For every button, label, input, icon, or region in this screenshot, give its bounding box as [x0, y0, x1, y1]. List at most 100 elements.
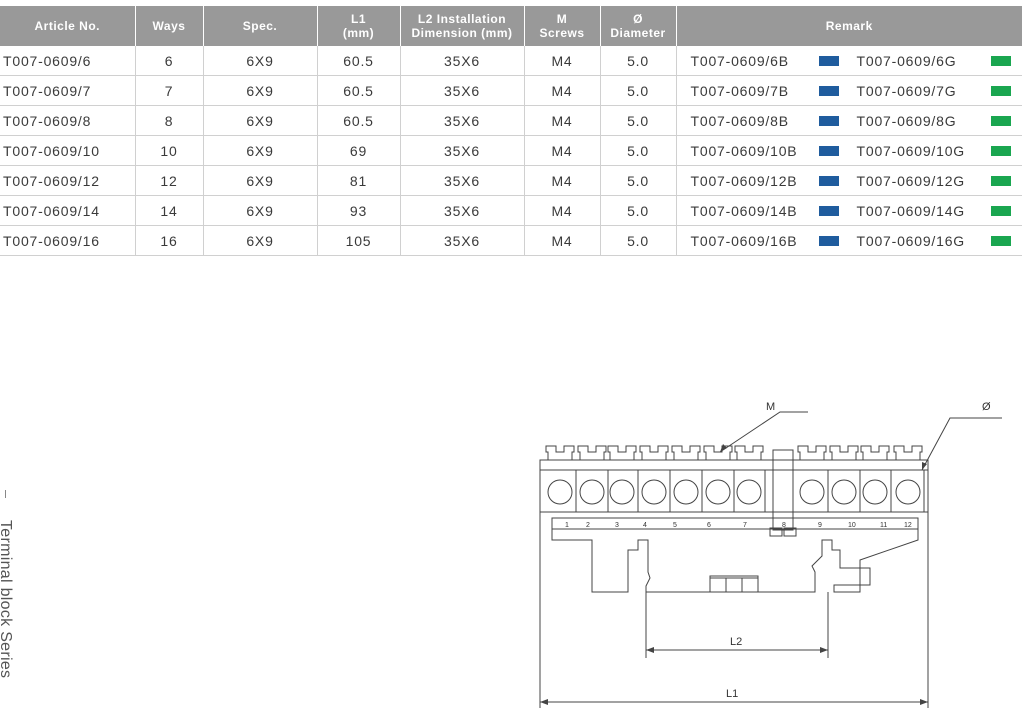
cell-l1: 60.5: [316, 46, 400, 76]
screw-cap: [797, 445, 827, 460]
green-swatch: [990, 86, 1011, 97]
cell-l2: 35X6: [399, 46, 524, 76]
cell-dia: 5.0: [599, 46, 676, 76]
table-header: Article No. Ways Spec. L1(mm)L2 Installatio…: [0, 6, 1022, 46]
spec-table: Article No. Ways Spec. L1(mm)L2 Installatio…: [0, 6, 1022, 256]
terminal-hole: [736, 479, 762, 505]
column-header-line1: Spec.: [242, 19, 278, 33]
cell-m: M4: [523, 165, 600, 196]
column-header: Ways: [134, 6, 203, 46]
cell-l2: 35X6: [399, 195, 524, 226]
terminal-number: 11: [880, 522, 887, 529]
remark-green-code: T007-0609/6G: [856, 53, 957, 70]
cell-dia: 5.0: [599, 105, 676, 136]
terminal-number: 3: [615, 522, 619, 529]
screw-cap: [545, 445, 575, 460]
remark-blue-code: T007-0609/14B: [690, 203, 798, 220]
cell-l2: 35X6: [399, 75, 524, 106]
cell-m: M4: [523, 135, 600, 166]
cell-article: T007-0609/16: [0, 225, 135, 256]
cell-l1: 60.5: [316, 105, 400, 136]
terminal-number: 2: [586, 522, 590, 529]
terminal-number: 9: [818, 522, 822, 529]
screw-cap: [829, 445, 859, 460]
remark-green-code: T007-0609/7G: [856, 83, 957, 100]
cell-article: T007-0609/8: [0, 105, 135, 136]
column-header-line2: Dimension (mm): [411, 26, 513, 40]
cell-spec: 6X9: [202, 225, 317, 256]
series-label: Terminal block Series: [0, 520, 14, 679]
blue-swatch: [818, 86, 839, 97]
cell-dia: 5.0: [599, 135, 676, 166]
column-header-line1: L1: [350, 12, 366, 26]
side-tick: [5, 490, 6, 498]
terminal-hole: [579, 479, 605, 505]
remark-green-code: T007-0609/14G: [856, 203, 965, 220]
blue-swatch: [818, 56, 839, 67]
cell-article: T007-0609/10: [0, 135, 135, 166]
terminal-hole: [831, 479, 857, 505]
green-swatch: [990, 236, 1011, 247]
cell-m: M4: [523, 225, 600, 256]
cell-l1: 81: [316, 165, 400, 196]
blue-swatch: [818, 206, 839, 217]
green-swatch: [990, 206, 1011, 217]
remark-green-code: T007-0609/12G: [856, 173, 965, 190]
green-swatch: [990, 116, 1011, 127]
cell-remark: T007-0609/12B T007-0609/12G: [675, 165, 1022, 196]
remark-blue-code: T007-0609/12B: [690, 173, 798, 190]
cell-l2: 35X6: [399, 165, 524, 196]
terminal-number: 12: [904, 522, 912, 529]
cell-l1: 69: [316, 135, 400, 166]
cell-article: T007-0609/6: [0, 46, 135, 76]
terminal-hole: [547, 479, 573, 505]
cell-m: M4: [523, 75, 600, 106]
remark-green-code: T007-0609/8G: [856, 113, 957, 130]
green-swatch: [990, 176, 1011, 187]
blue-swatch: [818, 176, 839, 187]
column-header: Article No.: [0, 6, 135, 46]
screw-cap: [607, 445, 637, 460]
l1-label: L1: [726, 688, 738, 700]
cell-article: T007-0609/14: [0, 195, 135, 226]
cell-spec: 6X9: [202, 75, 317, 106]
terminal-number: 4: [643, 522, 647, 529]
cell-l1: 105: [316, 225, 400, 256]
cell-dia: 5.0: [599, 165, 676, 196]
screw-cap: [734, 445, 764, 460]
column-header: L1(mm): [316, 6, 400, 46]
screw-caps: [545, 445, 923, 460]
screw-cap: [577, 445, 607, 460]
column-header-line1: Ways: [152, 19, 186, 33]
terminal-hole: [705, 479, 731, 505]
cell-l1: 93: [316, 195, 400, 226]
m-leader: [719, 411, 808, 453]
terminal-hole: [799, 479, 825, 505]
cell-spec: 6X9: [202, 165, 317, 196]
terminal-hole: [895, 479, 921, 505]
remark-green-code: T007-0609/16G: [856, 233, 965, 250]
remark-green-code: T007-0609/10G: [856, 143, 965, 160]
screw-cap: [671, 445, 701, 460]
cell-ways: 14: [134, 195, 203, 226]
terminal-hole: [862, 479, 888, 505]
cell-m: M4: [523, 195, 600, 226]
screw-cap: [893, 445, 923, 460]
cell-article: T007-0609/12: [0, 165, 135, 196]
cell-m: M4: [523, 105, 600, 136]
terminal-hole: [673, 479, 699, 505]
terminal-number: 6: [707, 522, 711, 529]
cell-dia: 5.0: [599, 195, 676, 226]
column-header-line1: Article No.: [34, 19, 100, 33]
screw-cap: [703, 445, 733, 460]
